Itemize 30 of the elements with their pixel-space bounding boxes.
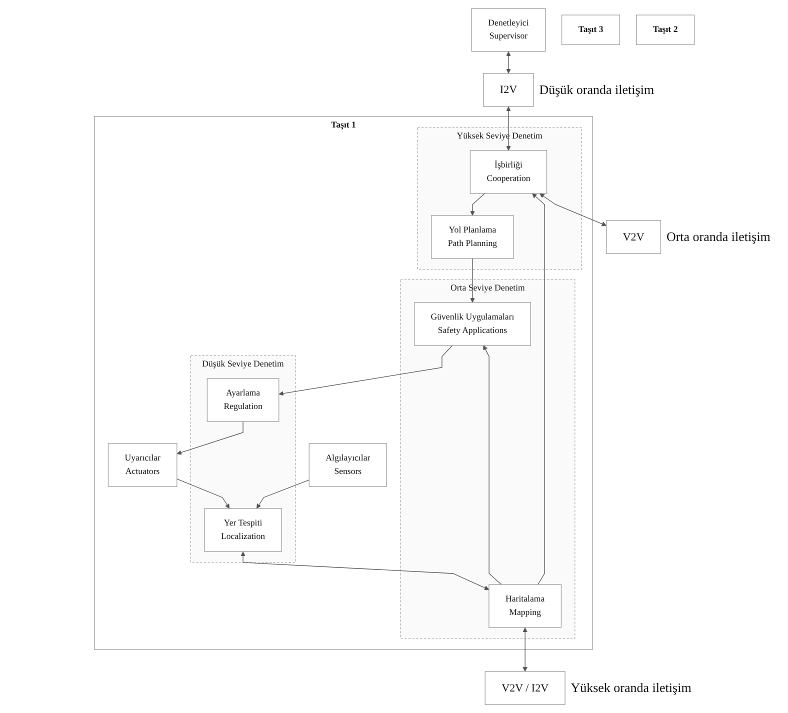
arrow	[240, 551, 489, 590]
node-box: Ayarlama Regulation	[206, 378, 279, 422]
arrow	[482, 345, 502, 585]
arrow	[532, 193, 544, 585]
caption-text: Yüksek oranda iletişim	[570, 680, 692, 696]
arrow	[278, 345, 452, 396]
arrow	[522, 627, 528, 672]
arrow	[506, 51, 511, 74]
caption-text: Orta oranda iletişim	[666, 228, 770, 245]
node-box: Uyarıcılar Actuators	[108, 443, 177, 487]
node-box: Haritalama Mapping	[488, 584, 562, 628]
arrow	[506, 106, 511, 151]
node-box: Taşıt 3	[561, 14, 620, 46]
node-box: İşbirliği Cooperation	[470, 150, 547, 194]
node-box: V2V / I2V	[484, 671, 565, 705]
node-box: Denetleyici Supervisor	[471, 8, 546, 52]
arrow	[470, 193, 485, 216]
node-box: I2V	[482, 73, 534, 107]
arrow	[256, 480, 310, 509]
node-box: V2V	[606, 220, 661, 254]
arrow	[176, 478, 230, 509]
arrow	[470, 258, 475, 303]
arrow	[176, 421, 244, 455]
node-box: Yer Tespiti Localization	[204, 508, 282, 552]
node-box: Yol Planlama Path Planning	[430, 215, 514, 259]
arrow	[539, 193, 606, 226]
node-box: Güvenlik Uygulamaları Safety Applications	[414, 302, 531, 346]
node-box: Algılayıcılar Sensors	[308, 443, 387, 487]
node-box: Taşıt 2	[636, 14, 694, 46]
caption-text: Düşük oranda iletişim	[539, 82, 654, 98]
